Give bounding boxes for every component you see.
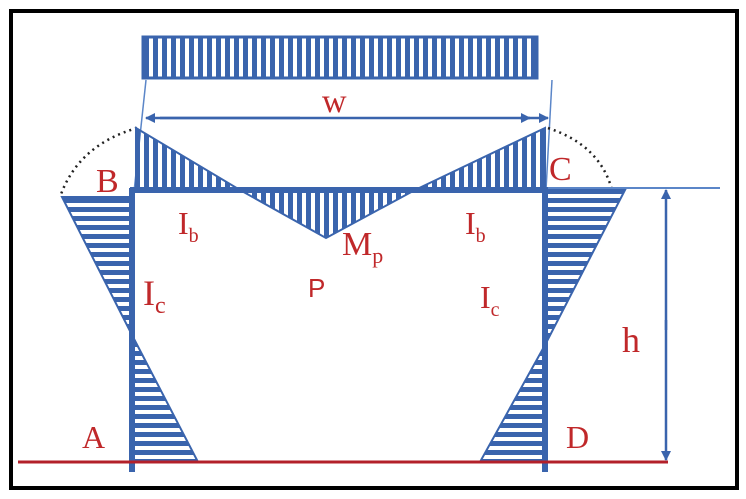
label-a: A [82,419,105,455]
left-rotation-arc [58,126,138,198]
moment-diagram-beam-left [135,126,244,191]
moment-diagram-left-column-bottom [131,334,200,463]
moment-diagram-beam-right [414,126,546,191]
right-rotation-arc [547,126,614,191]
label-d: D [566,419,589,455]
label-ib-left: Ib [178,205,199,247]
moment-diagram-left-column-top [60,196,133,336]
label-c: C [549,151,572,188]
label-ib-right: Ib [465,205,486,247]
label-h: h [622,320,640,360]
distributed-load [141,35,539,80]
label-w: w [322,83,347,120]
moment-diagram-beam-mid [236,189,416,240]
label-p: P [308,273,325,303]
outer-border [9,9,739,490]
moment-diagram-right-column-bottom [478,341,546,463]
right-sway-line [545,79,553,191]
label-b: B [96,163,119,200]
label-ic-left: Ic [143,273,166,319]
label-ic-right: Ic [480,279,500,321]
moment-diagram-right-column-top [544,189,627,346]
label-mp: Mp [342,226,383,268]
